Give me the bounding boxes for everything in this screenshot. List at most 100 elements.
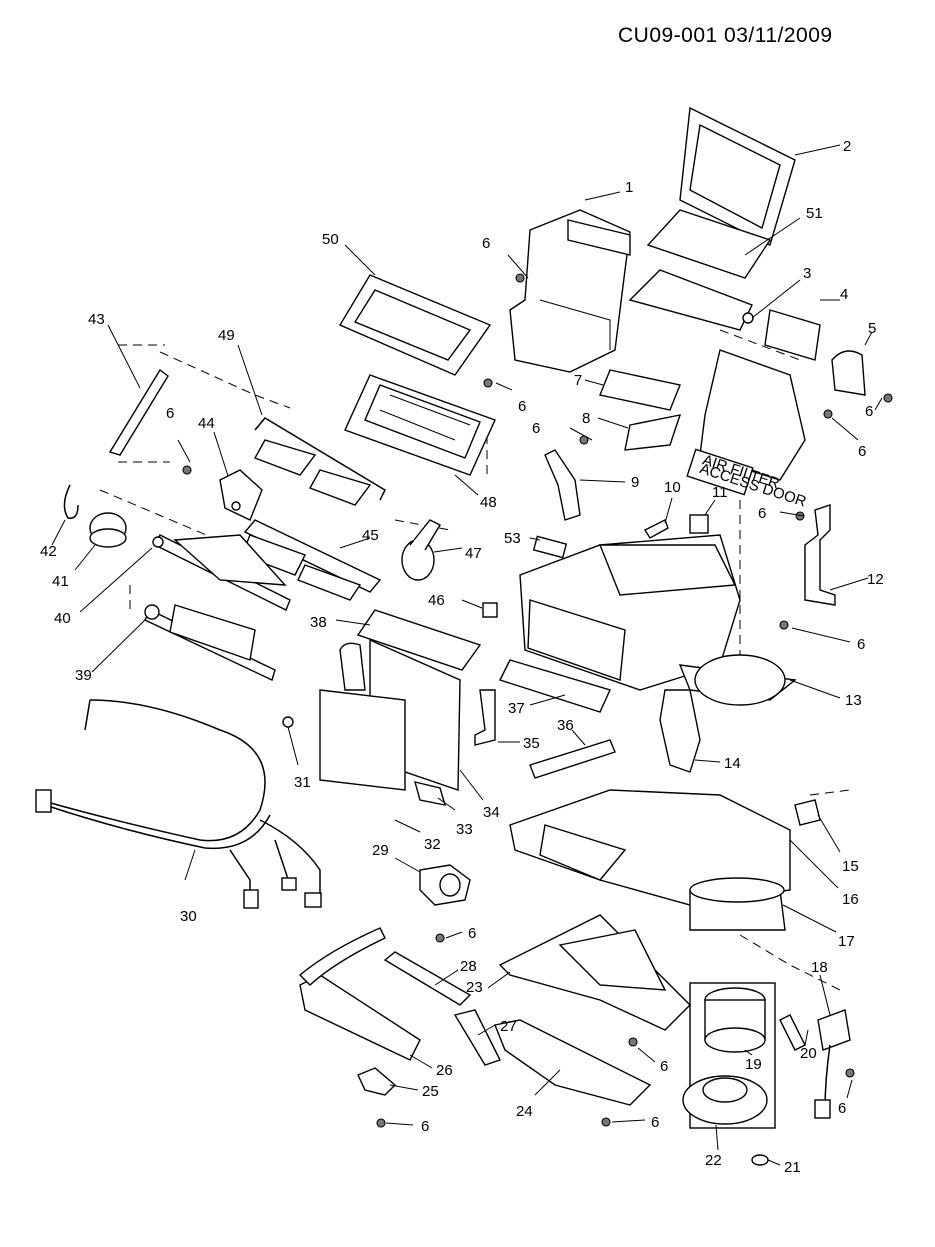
label-19: 19 [745,1056,762,1073]
label-39: 39 [75,667,92,684]
label-49: 49 [218,327,235,344]
label-15: 15 [842,858,859,875]
part-29-actuator [394,857,471,906]
part-24-duct [494,1019,652,1106]
part-18-resistor [814,974,851,1119]
part-11-clip [689,499,716,534]
part-19-blower-wheel [704,987,766,1056]
label-1: 1 [625,179,633,196]
label-48: 48 [480,494,497,511]
label-8: 8 [582,410,590,427]
label-33: 33 [456,821,473,838]
label-24: 24 [516,1103,533,1120]
part-32-cover [319,689,421,833]
label-30: 30 [180,908,197,925]
alignment-lines [99,329,851,991]
part-10-screw [643,497,673,539]
part-46-clip [461,599,498,618]
part-21-screw [751,1154,781,1166]
part-26-heater-core [298,927,433,1069]
label-12: 12 [867,571,884,588]
part-28-seal [383,951,472,1006]
label-45: 45 [362,527,379,544]
part-35-tube [474,689,496,746]
label-22: 22 [705,1152,722,1169]
part-8-seal [597,414,682,451]
label-46: 46 [428,592,445,609]
label-6e: 6 [858,443,866,460]
label-23: 23 [466,979,483,996]
label-3: 3 [803,265,811,282]
label-38: 38 [310,614,327,631]
part-30-wiring-harness [35,699,322,909]
part-39-door [91,604,276,681]
part-44-bracket [213,431,263,521]
part-49-link [237,344,386,506]
part-17-blower-housing [689,877,837,933]
part-51-filter-element [646,209,801,279]
part-23-duct [487,914,691,1031]
label-6m: 6 [838,1100,846,1117]
label-31: 31 [294,774,311,791]
part-7-filter-insert [584,369,681,411]
label-25: 25 [422,1083,439,1100]
part-14-door [659,689,721,773]
part-5-door-cover [831,331,873,396]
label-5: 5 [868,320,876,337]
part-1-air-inlet-duct [509,191,631,373]
label-47: 47 [465,545,482,562]
label-17: 17 [838,933,855,950]
label-21: 21 [784,1159,801,1176]
label-44: 44 [198,415,215,432]
part-37-seal [499,659,611,713]
label-29: 29 [372,842,389,859]
part-20-hose [779,1014,809,1051]
label-6h: 6 [857,636,865,653]
label-2: 2 [843,138,851,155]
part-36-seal [529,729,616,779]
label-4: 4 [840,286,848,303]
part-22-blower-motor [682,1075,768,1151]
label-6b: 6 [518,398,526,415]
label-26: 26 [436,1062,453,1079]
part-43-rod [107,324,169,456]
part-41-actuator [74,512,127,571]
label-42: 42 [40,543,57,560]
label-18: 18 [811,959,828,976]
label-41: 41 [52,573,69,590]
label-6c: 6 [532,420,540,437]
label-9: 9 [631,474,639,491]
label-40: 40 [54,610,71,627]
part-25-bracket [357,1067,419,1096]
blower-motor-box [689,982,776,1129]
part-12-bracket [804,504,869,606]
diagram-code-and-date: CU09-001 03/11/2009 [618,24,833,47]
callout-labels: 1 2 51 3 4 5 6 6 6 6 6 6 6 6 6 6 6 6 6 7… [40,138,884,1176]
label-6d: 6 [166,405,174,422]
part-27-seal [453,1009,501,1066]
label-34: 34 [483,804,500,821]
label-10: 10 [664,479,681,496]
label-16: 16 [842,891,859,908]
part-40-shaft-door [79,534,291,613]
label-6l: 6 [421,1118,429,1135]
part-4-access-door-housing [686,299,840,496]
part-33-clip [414,781,456,811]
label-37: 37 [508,700,525,717]
label-6j: 6 [660,1058,668,1075]
label-36: 36 [557,717,574,734]
label-51: 51 [806,205,823,222]
part-9-bracket [544,449,626,521]
label-13: 13 [845,692,862,709]
part-31-screw [282,716,299,766]
part-3-filter [628,269,801,331]
label-28: 28 [460,958,477,975]
label-6f: 6 [865,403,873,420]
part-34-case-half [459,769,484,801]
part-38-seal [335,609,482,671]
part-42-clip [51,484,79,546]
part-15-sensor [794,799,841,853]
screw-markers [177,254,893,1128]
label-53: 53 [504,530,521,547]
